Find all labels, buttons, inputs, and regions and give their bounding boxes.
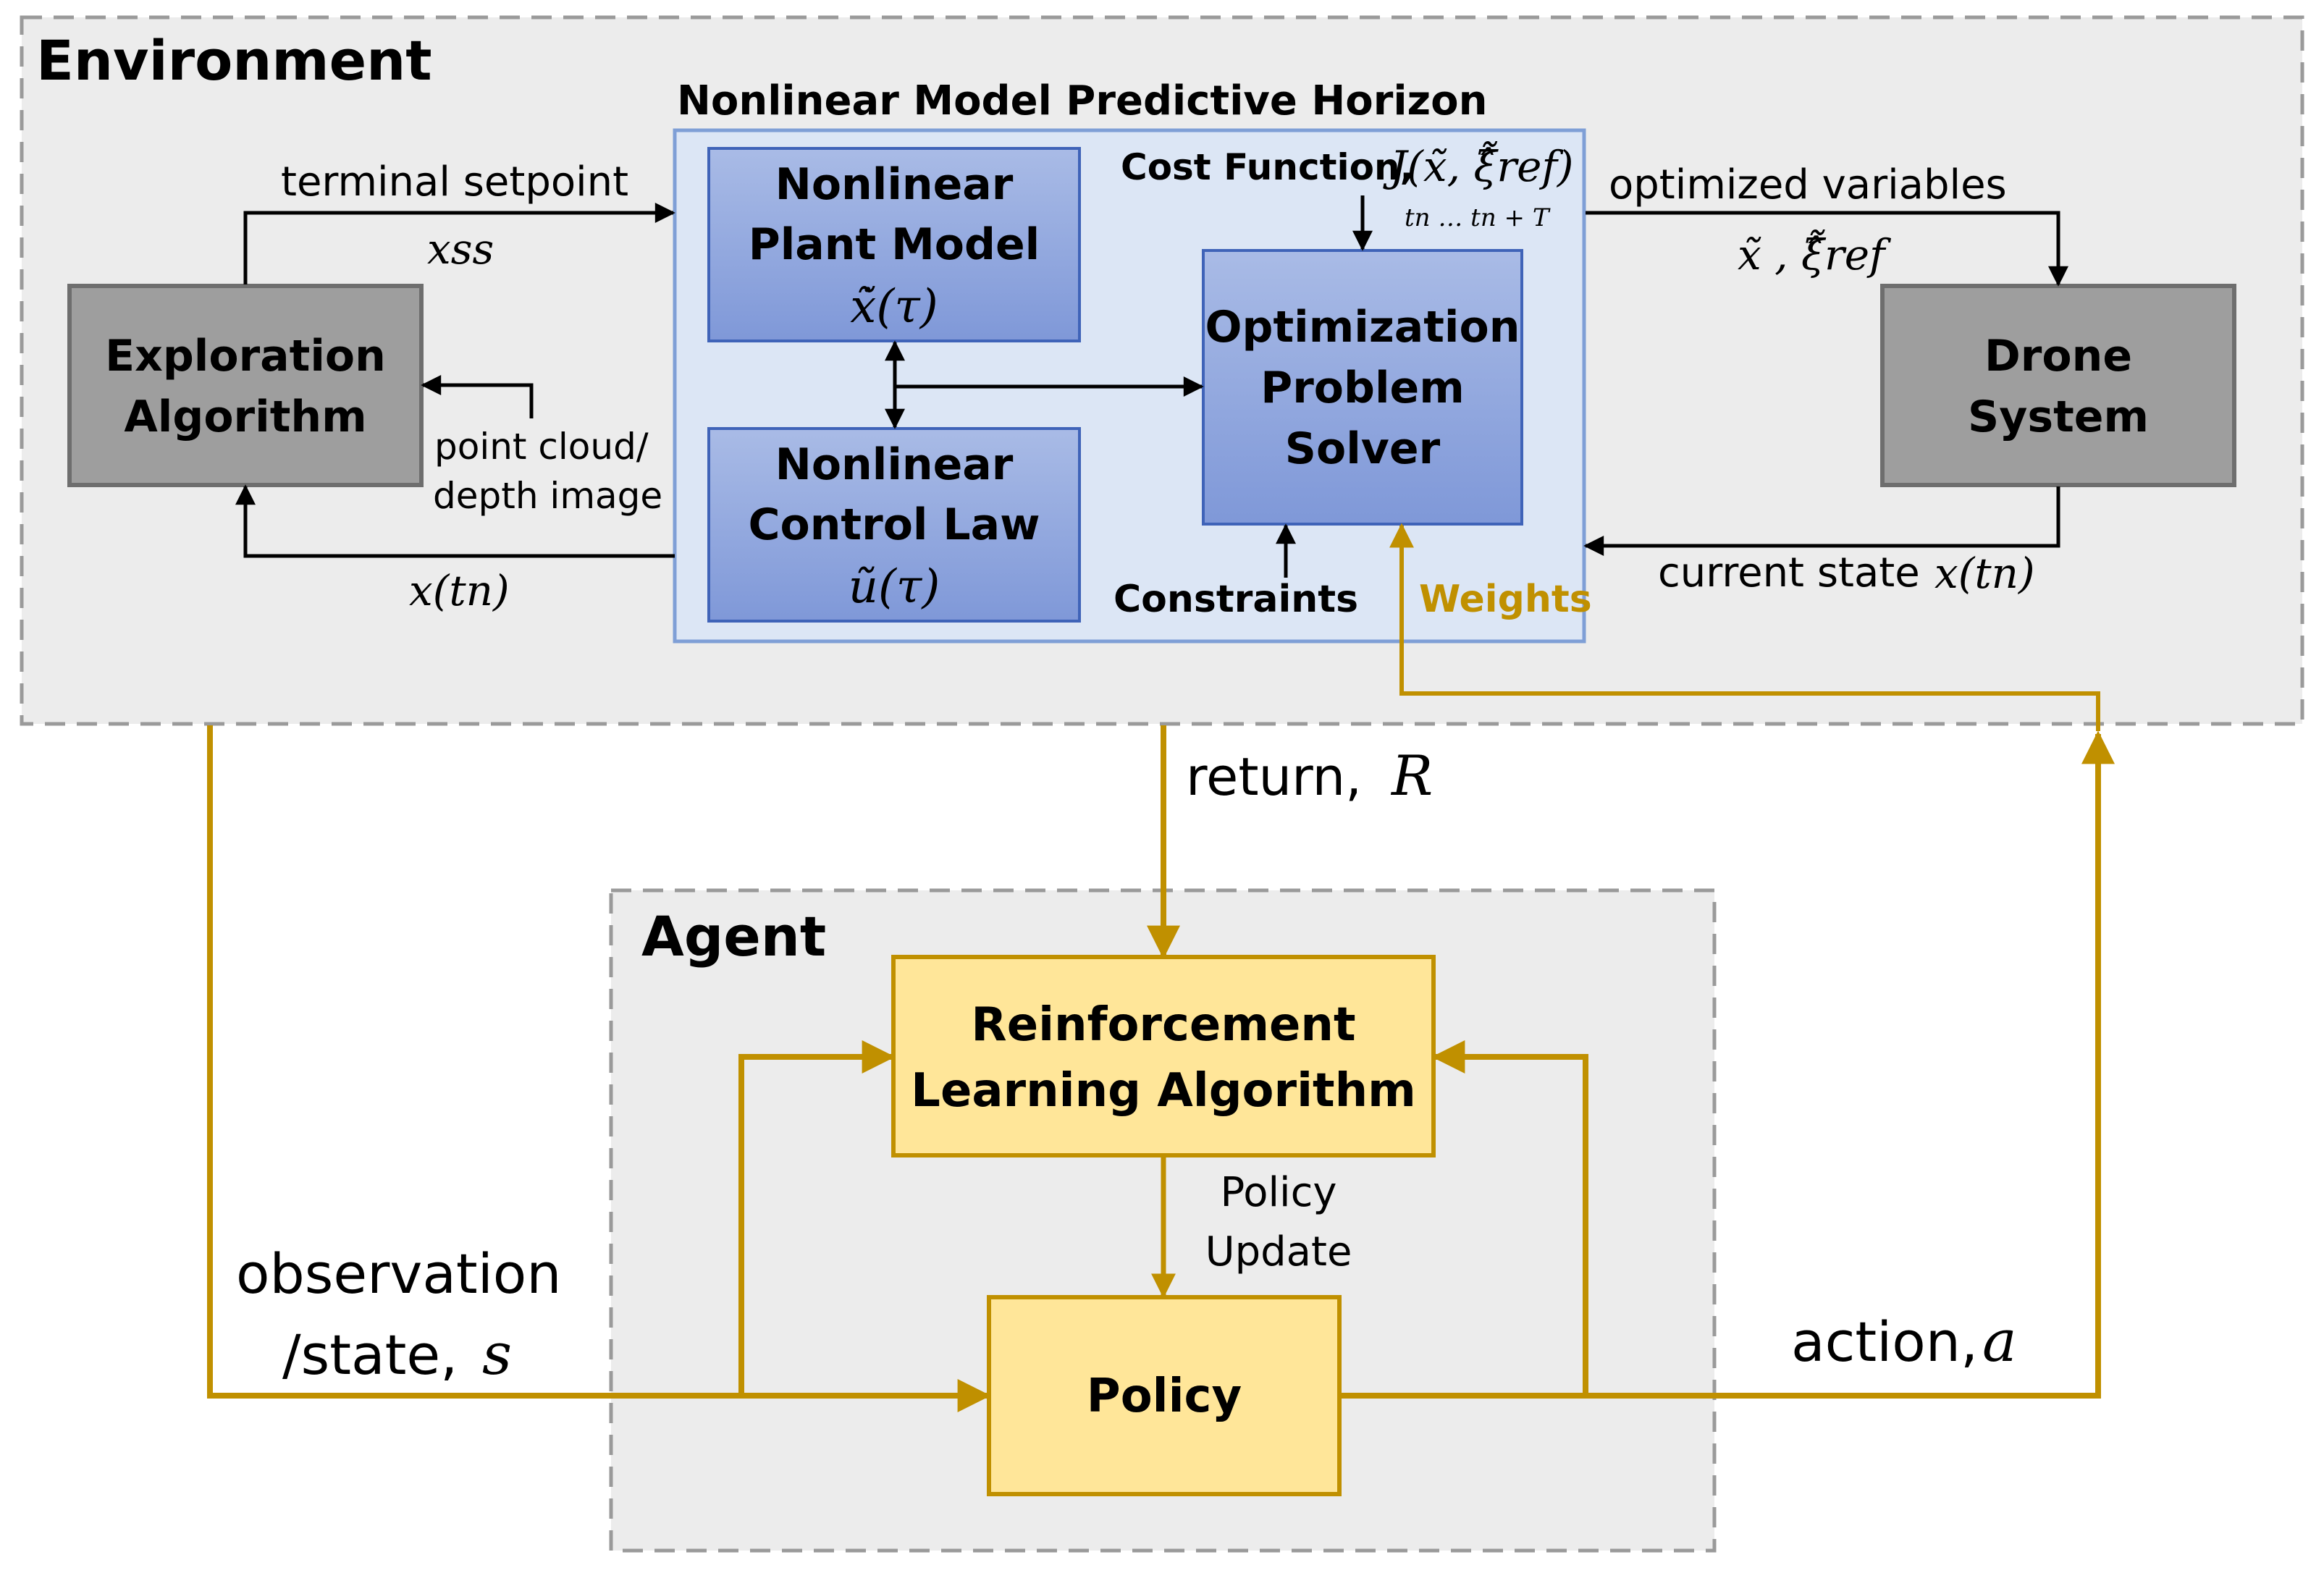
action-arrow: [1341, 730, 2115, 1399]
solver-line1: Optimization: [1205, 302, 1520, 353]
optimized-variables-arrow: [1586, 211, 2068, 287]
observation-to-rl-arrow: [738, 1040, 896, 1396]
observation-label-2: /state,: [282, 1323, 458, 1387]
constraints-label: Constraints: [1113, 578, 1358, 621]
point-cloud-label-2: depth image: [433, 475, 662, 517]
solver-line2: Problem: [1260, 363, 1465, 413]
action-symbol: a: [1982, 1307, 2017, 1375]
plant-model-line2: Plant Model: [749, 219, 1040, 270]
cost-horizon: tn … tn + T: [1405, 203, 1551, 232]
point-cloud-arrow: [421, 375, 534, 418]
control-law-line1: Nonlinear: [775, 439, 1014, 490]
action-to-rl-arrow: [1431, 1040, 1588, 1396]
current-state-arrow: [1583, 486, 2060, 556]
terminal-setpoint-arrow: [243, 203, 675, 284]
control-law-line2: Control Law: [748, 499, 1040, 550]
x-ss-label: xss: [427, 224, 494, 274]
point-cloud-label-1: point cloud/: [434, 426, 649, 468]
observation-label-1: observation: [236, 1241, 561, 1306]
plant-model-line1: Nonlinear: [775, 159, 1014, 210]
current-state-label: current state: [1658, 549, 1920, 596]
return-symbol: R: [1390, 743, 1433, 808]
action-label: action,: [1791, 1310, 1978, 1374]
rl-algorithm-box: [891, 955, 1436, 1157]
current-state-symbol: x(tn): [1934, 549, 2035, 598]
weights-arrow: [1389, 523, 2100, 731]
agent-title: Agent: [641, 904, 826, 969]
policy-update-label-2: Update: [1205, 1228, 1352, 1275]
exploration-line2: Algorithm: [124, 392, 366, 442]
nmpc-title: Nonlinear Model Predictive Horizon: [677, 77, 1487, 125]
exploration-line1: Exploration: [105, 331, 386, 381]
drone-line1: Drone: [1984, 331, 2132, 381]
terminal-setpoint-label: terminal setpoint: [281, 159, 628, 206]
policy-update-label-1: Policy: [1220, 1169, 1336, 1216]
return-label: return,: [1186, 746, 1362, 807]
solver-line3: Solver: [1285, 423, 1441, 474]
optimized-symbols-label: x̃ , ξ̂̃ref: [1738, 229, 1892, 279]
x-tn-label: x(tn): [409, 566, 510, 615]
optimized-variables-label: optimized variables: [1609, 161, 2007, 208]
solver-box: [1202, 249, 1523, 526]
observation-symbol: s: [482, 1320, 512, 1388]
cost-function-formula: J(x̃, ξ̂̃ref): [1383, 141, 1574, 191]
control-law-box: [707, 427, 1081, 623]
environment-title: Environment: [36, 28, 432, 93]
policy-label: Policy: [1087, 1370, 1242, 1423]
observation-arrow: [207, 725, 991, 1412]
rl-line2: Learning Algorithm: [911, 1064, 1416, 1118]
plant-model-box: [707, 147, 1081, 342]
rl-line1: Reinforcement: [971, 998, 1355, 1052]
drone-box: [1880, 284, 2236, 487]
exploration-box: [67, 284, 424, 487]
state-to-exploration-arrow: [235, 484, 675, 558]
control-law-symbol: ũ(τ): [849, 560, 940, 614]
drone-line2: System: [1968, 392, 2149, 442]
cost-function-label: Cost Function,: [1121, 146, 1414, 188]
plant-model-symbol: ẋ̃(τ): [850, 280, 938, 334]
weights-label: Weights: [1419, 578, 1592, 621]
